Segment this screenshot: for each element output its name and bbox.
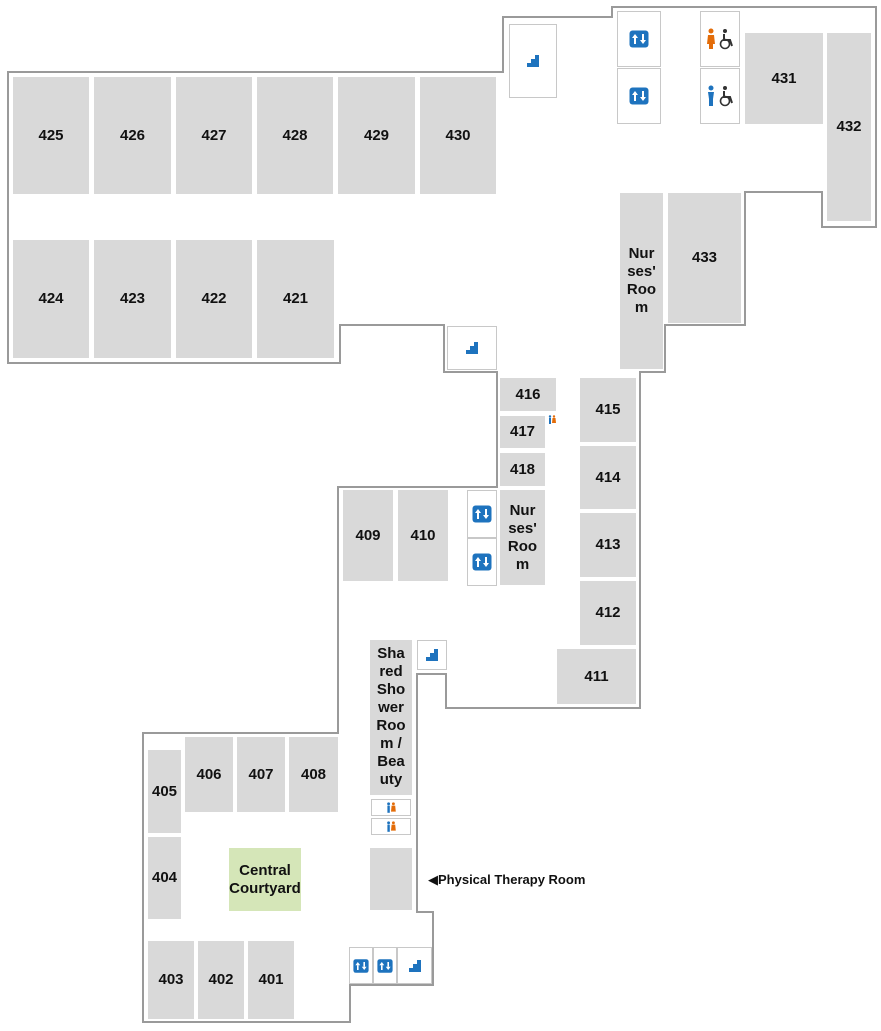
room-418[interactable]: 418	[500, 453, 545, 486]
room-408[interactable]: 408	[289, 737, 338, 812]
room-425[interactable]: 425	[13, 77, 89, 194]
room-406[interactable]: 406	[185, 737, 233, 812]
shared-shower-room[interactable]: Shared Shower Room / Beauty	[370, 640, 412, 795]
room-430[interactable]: 430	[420, 77, 496, 194]
stairs-icon	[397, 947, 432, 984]
room-407[interactable]: 407	[237, 737, 285, 812]
room-417[interactable]: 417	[500, 416, 545, 448]
restroom-icon	[371, 818, 411, 835]
room-429[interactable]: 429	[338, 77, 415, 194]
room-404[interactable]: 404	[148, 837, 181, 919]
elevator-icon	[349, 947, 373, 984]
nurses-room-upper[interactable]: Nurses' Room	[620, 193, 663, 369]
room-422[interactable]: 422	[176, 240, 252, 358]
room-424[interactable]: 424	[13, 240, 89, 358]
stairs-icon	[417, 640, 447, 670]
room-426[interactable]: 426	[94, 77, 171, 194]
nurses-room-lower[interactable]: Nurses' Room	[500, 490, 545, 585]
room-402[interactable]: 402	[198, 941, 244, 1019]
elevator-icon	[467, 538, 497, 586]
room-405[interactable]: 405	[148, 750, 181, 833]
room-411[interactable]: 411	[557, 649, 636, 704]
elevator-icon	[617, 68, 661, 124]
stairs-icon	[447, 326, 497, 370]
physical-therapy-label: ◀Physical Therapy Room	[428, 872, 586, 887]
room-410[interactable]: 410	[398, 490, 448, 581]
restroom-icon	[371, 799, 411, 816]
elevator-icon	[467, 490, 497, 538]
accessible-womens-restroom-icon	[700, 11, 740, 67]
elevator-icon	[617, 11, 661, 67]
room-431[interactable]: 431	[745, 33, 823, 124]
room-401[interactable]: 401	[248, 941, 294, 1019]
central-courtyard: Central Courtyard	[229, 848, 301, 911]
room-409[interactable]: 409	[343, 490, 393, 581]
room-403[interactable]: 403	[148, 941, 194, 1019]
restroom-icon	[545, 413, 559, 427]
elevator-icon	[373, 947, 397, 984]
room-432[interactable]: 432	[827, 33, 871, 221]
room-413[interactable]: 413	[580, 513, 636, 577]
room-427[interactable]: 427	[176, 77, 252, 194]
room-433[interactable]: 433	[668, 193, 741, 323]
physical-therapy-room[interactable]	[370, 848, 412, 910]
room-415[interactable]: 415	[580, 378, 636, 442]
accessible-mens-restroom-icon	[700, 68, 740, 124]
room-421[interactable]: 421	[257, 240, 334, 358]
stairs-icon	[509, 24, 557, 98]
room-414[interactable]: 414	[580, 446, 636, 509]
room-428[interactable]: 428	[257, 77, 333, 194]
room-412[interactable]: 412	[580, 581, 636, 645]
room-423[interactable]: 423	[94, 240, 171, 358]
room-416[interactable]: 416	[500, 378, 556, 411]
